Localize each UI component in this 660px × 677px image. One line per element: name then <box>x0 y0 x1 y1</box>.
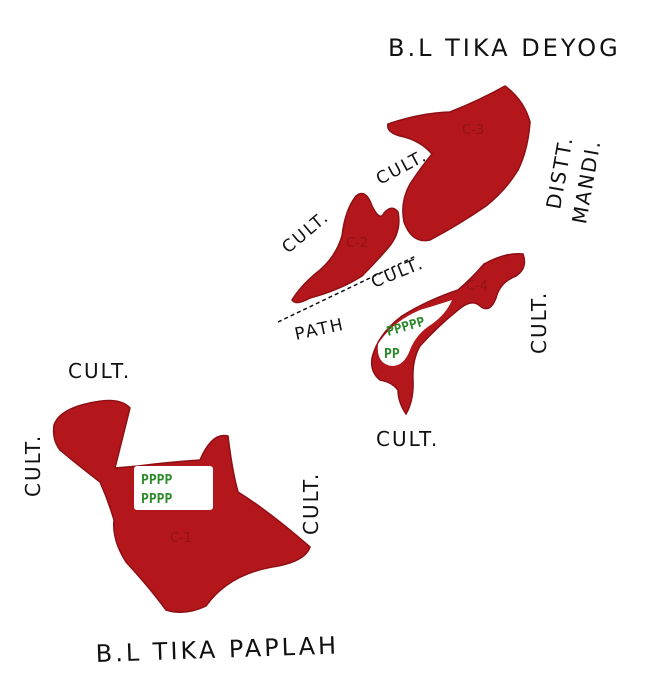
patch-label-c4: C-4 <box>466 279 488 294</box>
plant-row-c1-1: PPPP <box>141 473 172 488</box>
cult-label-3: CULT. <box>299 472 323 535</box>
village-label-north: B.L TIKA DEYOG <box>388 34 621 62</box>
district-label: DISTT. MANDI. <box>540 132 606 225</box>
cult-label-1: CULT. <box>68 359 131 383</box>
cult-label-8: CULT. <box>376 427 439 451</box>
path-label: PATH <box>293 315 347 345</box>
cult-label-7: CULT. <box>527 291 551 354</box>
patch-label-c1: C-1 <box>170 531 192 546</box>
plant-row-c1-2: PPPP <box>141 492 172 507</box>
village-label-south: B.L TIKA PAPLAH <box>95 632 339 668</box>
cult-label-4: CULT. <box>278 207 333 258</box>
patch-label-c3: C-3 <box>462 123 484 138</box>
cult-label-2: CULT. <box>21 434 45 497</box>
patch-label-c2: C-2 <box>346 236 368 251</box>
plant-row-c4-2: PP <box>384 347 400 362</box>
